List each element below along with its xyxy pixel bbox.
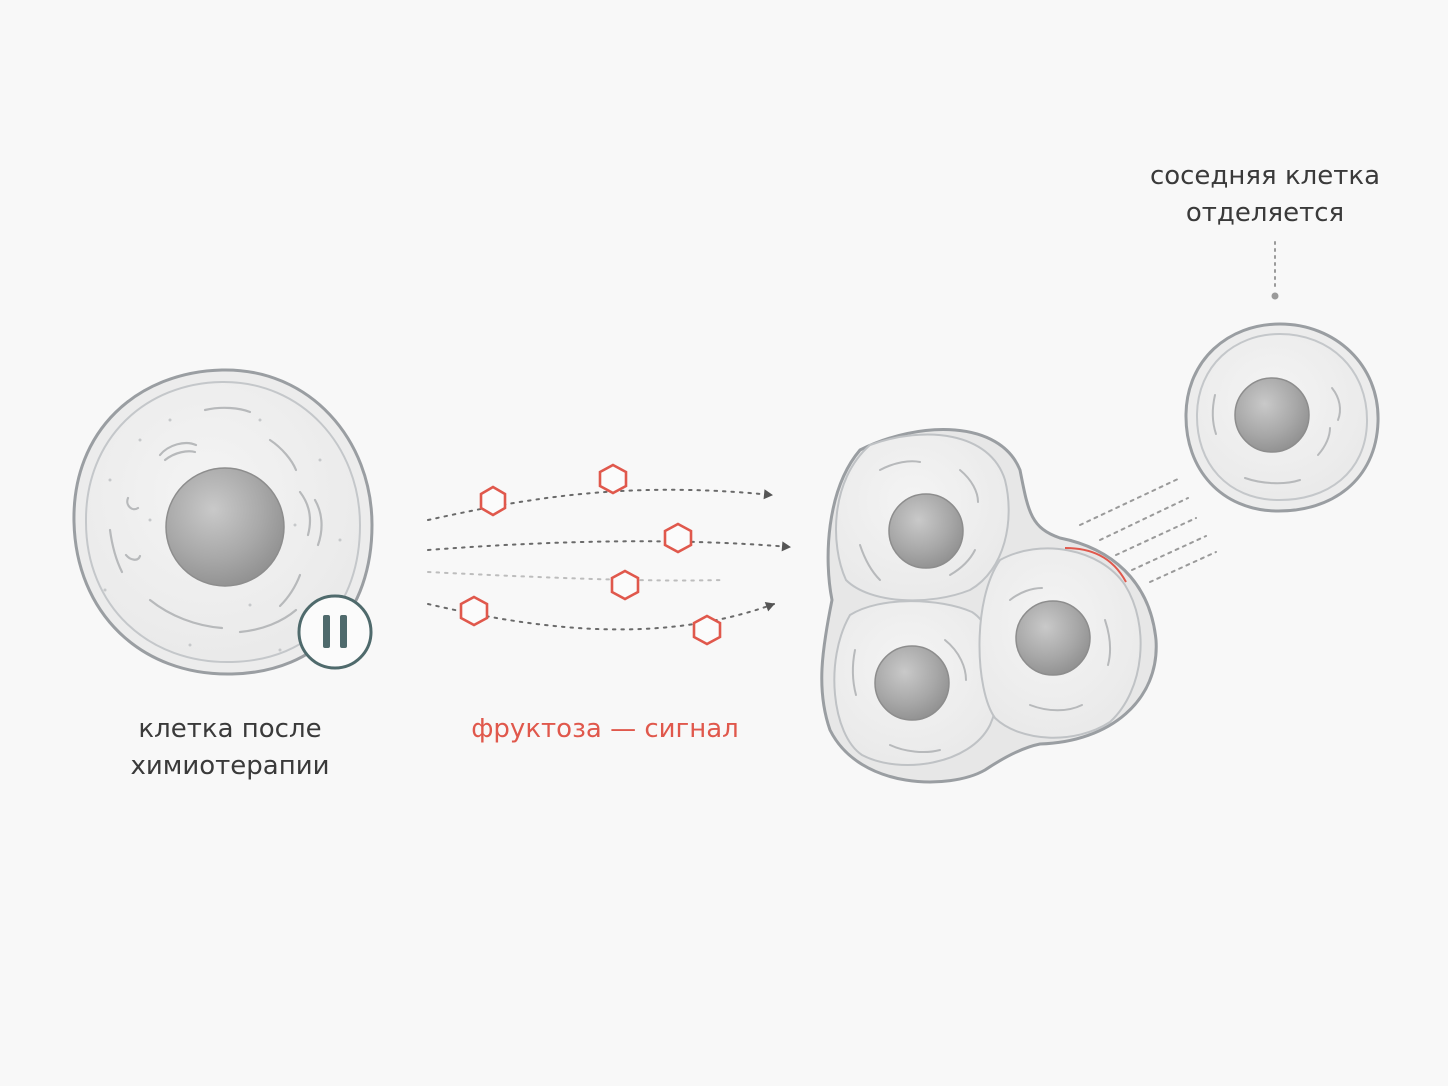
neighbor-leader xyxy=(1271,241,1279,300)
hexagon-molecule-icon xyxy=(663,522,693,554)
detachment-motion-lines xyxy=(1079,477,1217,583)
neighbor-cell-nucleus xyxy=(1234,377,1310,453)
signal-label: фруктоза — сигнал xyxy=(471,714,739,744)
treated-cell-organelles xyxy=(108,406,323,634)
neighbor-cell-label: соседняя клетка отделяется xyxy=(1120,158,1410,232)
neighbor-cell-organelles xyxy=(1211,387,1341,485)
fructose-molecules xyxy=(459,463,722,646)
signal-path-1 xyxy=(427,488,773,521)
pause-icon xyxy=(323,615,347,648)
cell-cluster xyxy=(820,428,1158,784)
hexagon-molecule-icon xyxy=(459,595,489,627)
neighbor-cell xyxy=(1184,322,1380,513)
treated-cell-label-line-2: химиотерапии xyxy=(130,751,330,781)
cluster-cell-bottom-nucleus xyxy=(874,645,950,721)
treated-cell-speckles xyxy=(103,418,342,652)
hexagon-molecule-icon xyxy=(692,614,722,646)
cluster-cell-right-nucleus xyxy=(1015,600,1091,676)
hexagon-molecule-icon xyxy=(479,485,507,517)
treated-cell-label: клетка после химиотерапии xyxy=(70,711,390,785)
neighbor-cell-label-line-1: соседняя клетка xyxy=(1149,161,1381,191)
cluster-organelles xyxy=(851,460,1112,754)
hexagon-molecule-icon xyxy=(598,463,628,495)
detachment-edge xyxy=(1064,547,1127,583)
neighbor-cell-label-line-2: отделяется xyxy=(1185,198,1345,228)
signal-path-3 xyxy=(427,571,723,582)
treated-cell xyxy=(72,368,374,676)
pause-badge xyxy=(297,594,373,670)
signal-path-2 xyxy=(427,540,791,552)
hexagon-molecule-icon xyxy=(610,569,640,601)
treated-cell-label-line-1: клетка после xyxy=(138,714,322,744)
cluster-cell-top-nucleus xyxy=(888,493,964,569)
treated-cell-nucleus xyxy=(165,467,285,587)
